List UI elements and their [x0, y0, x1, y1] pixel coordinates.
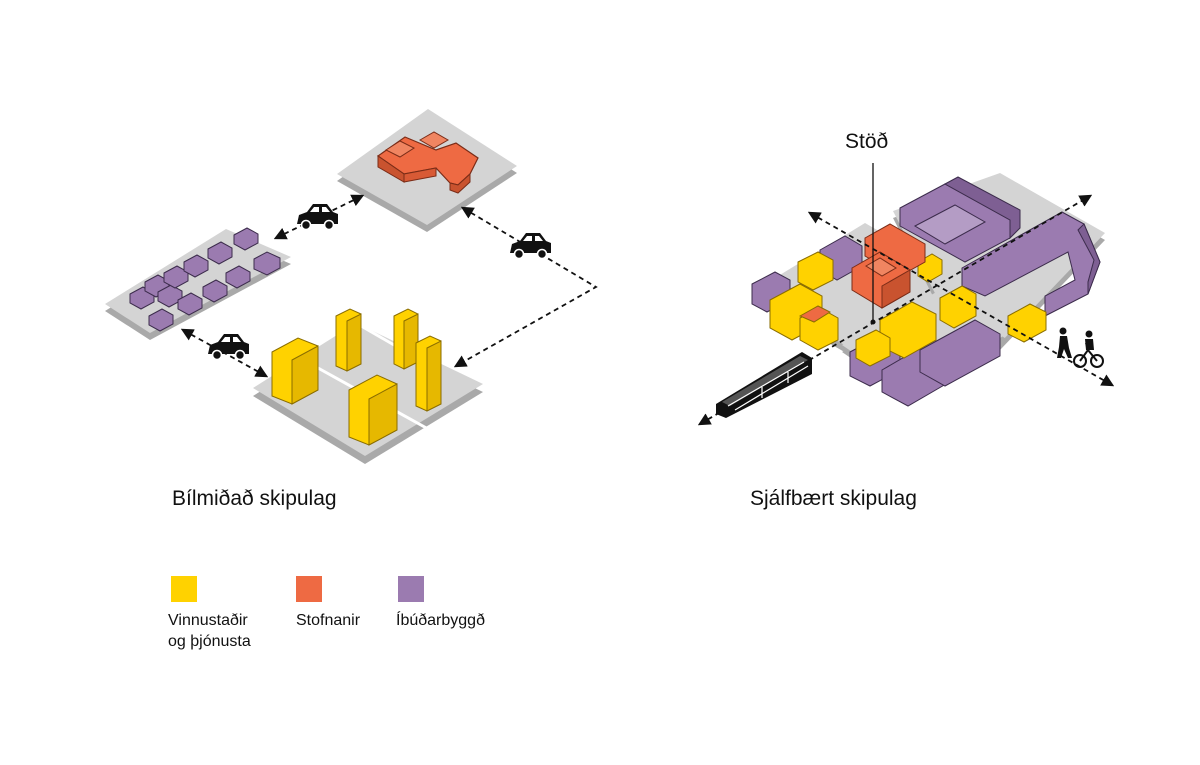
workplace-towers — [271, 308, 442, 446]
legend-swatch-institution — [296, 576, 322, 602]
legend-swatch-residential — [398, 576, 424, 602]
sustainable-diagram — [697, 163, 1115, 426]
car-icon — [296, 203, 339, 231]
station-label: Stöð — [845, 130, 889, 153]
residential-houses — [129, 227, 281, 332]
caption-sustainable: Sjálfbært skipulag — [750, 487, 917, 510]
car-icon — [509, 232, 552, 260]
legend-label-workplace-line2: og þjónusta — [168, 633, 251, 650]
institution-building — [376, 131, 479, 194]
legend-label-workplace-line1: Vinnustaðir — [168, 612, 248, 629]
caption-car-oriented: Bílmiðað skipulag — [172, 487, 337, 510]
cyclist-icon — [1073, 330, 1104, 368]
car-oriented-diagram — [105, 109, 598, 464]
legend-label-residential: Íbúðarbyggð — [396, 612, 485, 629]
legend-swatch-workplace — [171, 576, 197, 602]
tram-icon — [716, 352, 812, 418]
pedestrian-icon — [1057, 327, 1072, 358]
station-point — [870, 319, 876, 325]
legend-label-institution: Stofnanir — [296, 612, 361, 629]
residential-platform — [105, 229, 291, 340]
legend-label-workplace: Vinnustaðir og þjónusta — [168, 610, 251, 652]
car-icon — [207, 333, 250, 361]
